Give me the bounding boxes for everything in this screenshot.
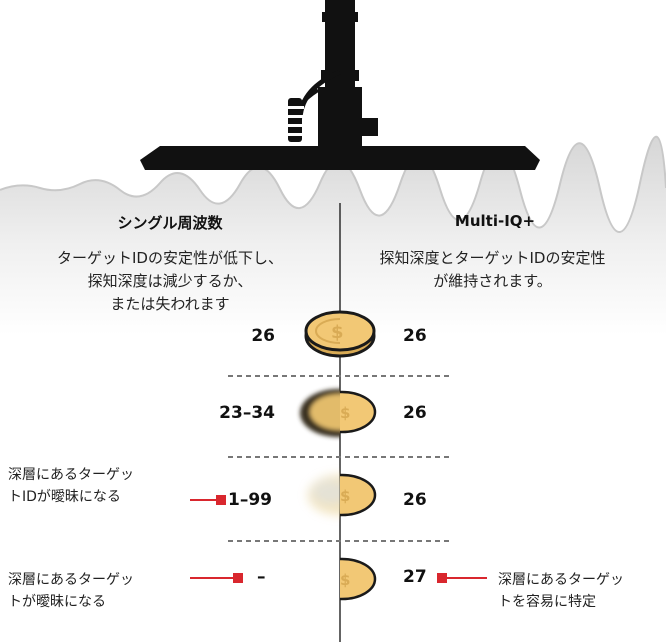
target-id-right-row4: 27 [403, 567, 427, 587]
target-id-left-row2: 23–34 [219, 403, 275, 423]
right-column-description: 探知深度とターゲットIDの安定性 が維持されます。 [379, 249, 606, 290]
metal-detector-coil [140, 0, 540, 170]
coin-dollar-icon: $ [340, 557, 377, 601]
target-id-left-row1: 26 [251, 326, 275, 346]
coin-dollar-icon: $ [340, 473, 377, 517]
coin-dollar-icon [300, 389, 340, 437]
target-id-right-row1: 26 [403, 326, 427, 346]
target-id-right-row2: 26 [403, 403, 427, 423]
coin-dollar-icon: $ [340, 390, 377, 434]
coin-dollar-icon: $ [331, 310, 376, 358]
svg-text:$: $ [331, 322, 344, 343]
pointer-line-left-row4 [190, 573, 243, 583]
right-column-title: Multi-IQ+ [454, 212, 536, 230]
svg-text:$: $ [331, 322, 344, 343]
coin-dollar-icon: $ [304, 310, 344, 358]
ground-surface-line [0, 135, 666, 233]
ground-band [0, 136, 666, 335]
left-column-title: シングル周波数 [117, 214, 223, 232]
left-note-row3: 深層にあるターゲッ トIDが曖昧になる [8, 467, 134, 505]
target-id-left-row4: – [257, 567, 266, 587]
pointer-line-right-row4 [437, 573, 487, 583]
left-column-description: ターゲットIDの安定性が低下し、 探知深度は減少するか、 または失われます [57, 249, 283, 313]
target-id-left-row3: 1–99 [228, 490, 272, 510]
pointer-line-left-row3 [190, 495, 226, 505]
svg-text:$: $ [340, 404, 350, 422]
target-id-right-row3: 26 [403, 490, 427, 510]
svg-text:$: $ [340, 571, 350, 589]
right-note-row4: 深層にあるターゲッ トを容易に特定 [498, 572, 624, 610]
coin-dollar-icon [308, 475, 340, 515]
left-note-row4: 深層にあるターゲッ トが曖昧になる [8, 572, 134, 610]
svg-text:$: $ [340, 487, 350, 505]
